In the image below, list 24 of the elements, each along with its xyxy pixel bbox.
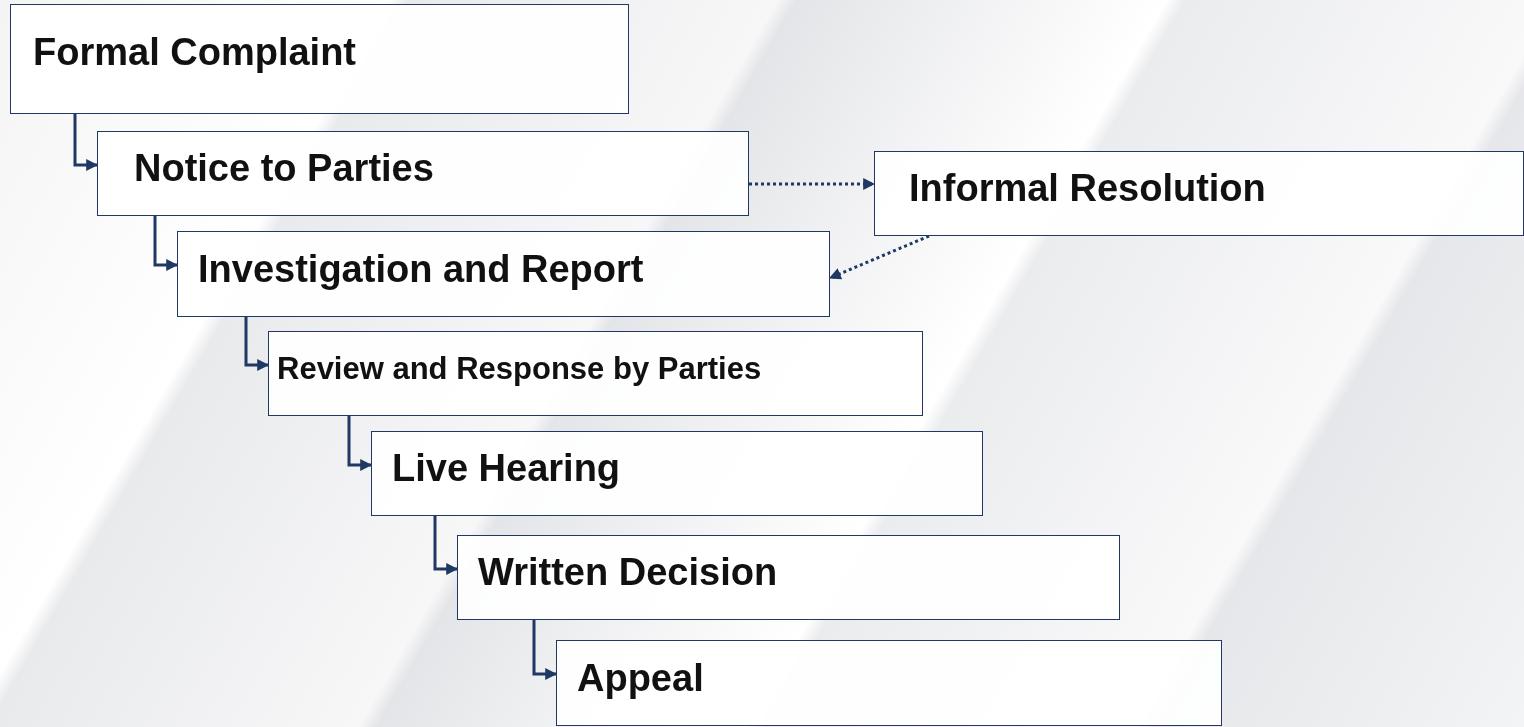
arrow xyxy=(244,317,270,371)
step-label: Appeal xyxy=(577,656,704,700)
arrow xyxy=(347,416,373,471)
step-box xyxy=(556,640,1222,726)
step-box xyxy=(371,431,983,516)
step-label: Live Hearing xyxy=(392,447,621,490)
step-box xyxy=(268,331,923,416)
arrow xyxy=(828,234,930,280)
arrow xyxy=(532,620,558,680)
step-label: Review and Response by Parties xyxy=(277,350,762,387)
step-label: Investigation and Report xyxy=(198,247,644,291)
step-label: Formal Complaint xyxy=(33,30,357,74)
step-label: Notice to Parties xyxy=(134,147,434,190)
arrow xyxy=(433,516,459,575)
step-label: Informal Resolution xyxy=(909,167,1266,210)
step-box xyxy=(97,131,749,216)
arrow xyxy=(153,216,179,271)
step-box xyxy=(177,231,830,317)
step-label: Written Decision xyxy=(478,551,778,594)
step-box xyxy=(457,535,1120,620)
step-box xyxy=(874,151,1524,236)
step-box xyxy=(10,4,629,114)
arrow xyxy=(749,178,876,190)
arrow xyxy=(73,114,99,171)
